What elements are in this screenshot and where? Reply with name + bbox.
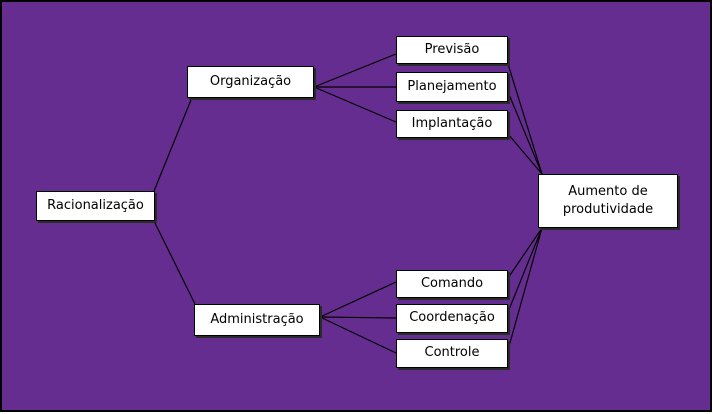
node-comando: Comando xyxy=(396,270,508,298)
node-administracao: Administração xyxy=(194,304,320,336)
connector-organizacao-previsao xyxy=(313,53,397,88)
node-coordenacao: Coordenação xyxy=(396,304,508,333)
connector-planejamento-aumento xyxy=(507,91,543,175)
connector-racionalizacao-organizacao xyxy=(153,99,192,192)
connector-comando-aumento xyxy=(507,227,543,279)
connector-administracao-coordenacao xyxy=(319,316,397,319)
connector-organizacao-implantacao xyxy=(313,86,397,123)
connector-coordenacao-aumento xyxy=(507,227,543,313)
connector-controle-aumento xyxy=(507,227,543,351)
node-controle: Controle xyxy=(396,339,508,368)
connector-implantacao-aumento xyxy=(507,133,543,175)
connector-previsao-aumento xyxy=(507,63,543,175)
node-planejamento: Planejamento xyxy=(396,72,508,102)
connector-racionalizacao-administracao xyxy=(153,220,196,305)
node-racionalizacao: Racionalização xyxy=(36,191,155,221)
node-implantacao: Implantação xyxy=(396,110,508,138)
connector-administracao-controle xyxy=(319,316,397,354)
connector-administracao-comando xyxy=(319,281,397,318)
node-previsao: Previsão xyxy=(396,36,508,64)
node-organizacao: Organização xyxy=(187,66,314,98)
node-aumento-de-produtividade: Aumento de produtividade xyxy=(538,174,678,228)
